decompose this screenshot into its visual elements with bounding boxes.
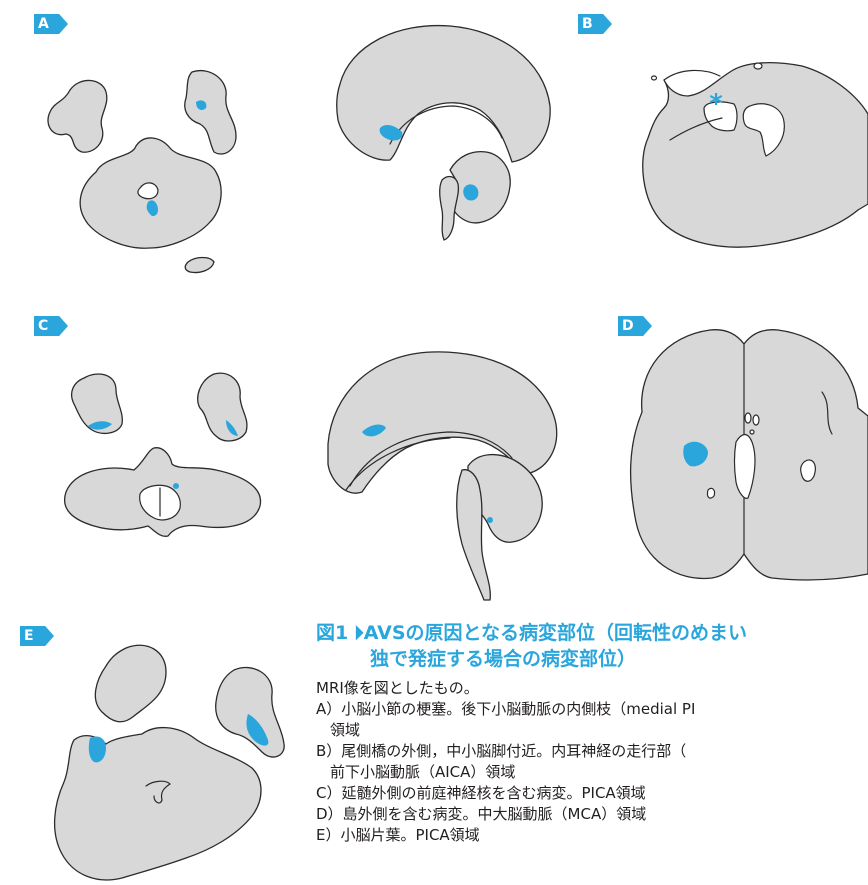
caption-item-e: E）小脳片葉。PICA領域 (316, 825, 868, 846)
figure-number: 図1 (316, 622, 348, 644)
asterisk-marker: * (709, 89, 723, 119)
figure-caption: 図1⏵AVSの原因となる病変部位（回転性のめまい 独で発症する場合の病変部位） … (316, 620, 868, 846)
panel-label-a: A (34, 14, 68, 34)
panel-c-axial-medulla (54, 366, 274, 546)
caption-body: MRI像を図としたもの。 A）小脳小節の梗塞。後下小脳動脈の内側枝（medial… (316, 678, 868, 846)
panel-a-sagittal-brain (330, 20, 560, 250)
caption-item-b: B）尾側橋の外側，中小脳脚付近。内耳神経の走行部（ (316, 741, 868, 762)
panel-e-axial-cerebellum (50, 640, 300, 885)
panel-b-axial-pons: * (634, 50, 868, 260)
caption-item-a-cont: 領域 (316, 720, 868, 741)
caption-item-a: A）小脳小節の梗塞。後下小脳動脈の内側枝（medial PI (316, 699, 868, 720)
panel-label-b: B (578, 14, 612, 34)
panel-label-e: E (20, 626, 54, 646)
caption-title-line1: AVSの原因となる病変部位（回転性のめまい (364, 622, 747, 644)
caption-item-d: D）島外側を含む病変。中大脳動脈（MCA）領域 (316, 804, 868, 825)
caption-item-b-cont: 前下小脳動脈（AICA）領域 (316, 762, 868, 783)
panel-d-axial-cerebrum (618, 322, 868, 582)
caption-title-line2: 独で発症する場合の病変部位） (316, 646, 868, 672)
caption-title: 図1 ⏵AVSの原因となる病変部位（回転性のめまい 独で発症する場合の病変部位） (316, 620, 868, 672)
caption-intro: MRI像を図としたもの。 (316, 678, 868, 699)
panel-c-sagittal-brain (322, 330, 562, 600)
panel-a-axial-cerebellum (40, 62, 250, 282)
panel-label-c: C (34, 316, 68, 336)
caption-bullet-icon: ⏵ (354, 622, 364, 644)
caption-item-c: C）延髄外側の前庭神経核を含む病変。PICA領域 (316, 783, 868, 804)
